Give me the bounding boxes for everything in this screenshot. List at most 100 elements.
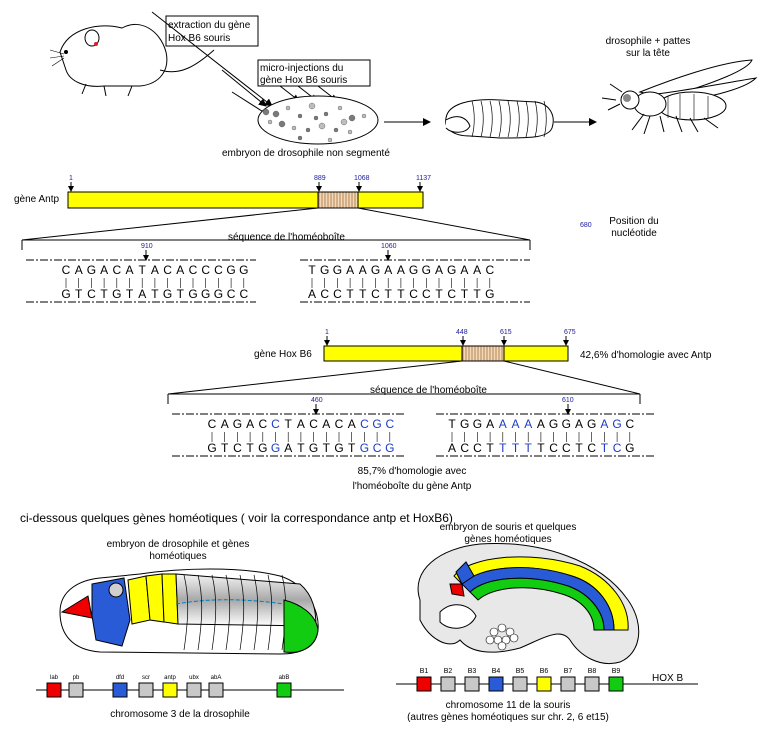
sequence-base: G xyxy=(485,287,494,301)
fly-illustration xyxy=(601,59,758,135)
sequence-base: G xyxy=(372,417,381,431)
sequence-base: G xyxy=(447,263,456,277)
sequence-base: G xyxy=(385,441,394,455)
embryo-nucleus-dot xyxy=(272,110,280,118)
mouse-gene-label-B8: B8 xyxy=(588,668,597,675)
sequence-base: T xyxy=(499,441,507,455)
embryo-nucleus-dot xyxy=(297,135,303,141)
sequence-base: C xyxy=(258,417,267,431)
sequence-base: T xyxy=(151,287,159,301)
sequence-base: T xyxy=(512,441,520,455)
sequence-base: C xyxy=(233,441,242,455)
sequence-base: G xyxy=(409,263,418,277)
sequence-base: A xyxy=(499,417,507,431)
sequence-base: T xyxy=(486,441,494,455)
sequence-base: A xyxy=(346,263,354,277)
antp-homeobox-segment xyxy=(317,191,359,209)
sequence-base: G xyxy=(612,417,621,431)
sequence-base: T xyxy=(246,441,254,455)
sequence-base: T xyxy=(525,441,533,455)
antp-seq1-pos: 910 xyxy=(141,243,153,250)
sequence-base: A xyxy=(600,417,608,431)
drosophila-gene-dfd xyxy=(112,682,128,698)
legend-text-line1: Position du xyxy=(609,216,658,227)
mouse-tissue-blob xyxy=(497,623,507,633)
sequence-base: C xyxy=(460,441,469,455)
sequence-base: G xyxy=(61,287,70,301)
sequence-base: A xyxy=(176,263,184,277)
mouse-gene-label-B7: B7 xyxy=(564,668,573,675)
mouse-gene-B1 xyxy=(416,676,432,692)
mouse-gene-B7 xyxy=(560,676,576,692)
larva-segment-line xyxy=(471,100,475,138)
sequence-base: T xyxy=(473,287,481,301)
sequence-base: A xyxy=(125,263,133,277)
sequence-base: G xyxy=(371,263,380,277)
sequence-base: A xyxy=(473,263,481,277)
sequence-base: G xyxy=(87,263,96,277)
drosophila-gene-label-ubx: ubx xyxy=(189,675,199,681)
embryo-nucleus-dot xyxy=(313,115,319,121)
embryo-segment-line xyxy=(239,574,245,651)
hoxb6-gene-label: gène Hox B6 xyxy=(254,349,312,360)
larva-segment-line xyxy=(498,100,502,138)
mouse-tissue-blob xyxy=(489,627,499,637)
sequence-base: A xyxy=(297,417,305,431)
sequence-base: A xyxy=(537,417,545,431)
embryo-nucleus-dot xyxy=(347,129,353,135)
hoxb6-homeobox-label: séquence de l'homéoboîte xyxy=(370,385,487,396)
sequence-base: G xyxy=(163,287,172,301)
mouse-gene-label-B6: B6 xyxy=(540,668,549,675)
larva-segment-line xyxy=(489,100,493,138)
mouse-gene-label-B5: B5 xyxy=(516,668,525,675)
sequence-base: G xyxy=(549,417,558,431)
sequence-base: C xyxy=(201,263,210,277)
drosophila-embryo-label-line1: embryon de drosophile et gènes xyxy=(107,539,250,550)
antp-pos-1137: 1137 xyxy=(416,175,431,182)
embryo-nucleus-dot xyxy=(318,122,326,130)
hoxb6-pos-448: 448 xyxy=(456,329,468,336)
sequence-base: C xyxy=(562,441,571,455)
embryo-nucleus-dot xyxy=(340,118,348,126)
embryo-nucleus-dot xyxy=(337,105,343,111)
sequence-base: G xyxy=(214,287,223,301)
microinjection-label-line1: micro-injections du xyxy=(260,63,343,74)
sequence-base: C xyxy=(214,263,223,277)
sequence-base: A xyxy=(221,417,229,431)
antp-gene-label: gène Antp xyxy=(14,194,59,205)
mouse-tissue-blob xyxy=(497,641,507,651)
mouse-gene-B6 xyxy=(536,676,552,692)
sequence-base: G xyxy=(562,417,571,431)
sequence-base: T xyxy=(346,287,354,301)
sequence-base: A xyxy=(359,263,367,277)
sequence-base: A xyxy=(397,263,405,277)
drosophila-gene-pb xyxy=(68,682,84,698)
sequence-base: G xyxy=(188,287,197,301)
mouse-tissue-blob xyxy=(509,633,519,643)
sequence-base: C xyxy=(227,287,236,301)
sequence-base: T xyxy=(75,287,83,301)
larva-segment-line xyxy=(543,100,547,138)
embryo-nucleus-dot xyxy=(297,113,303,119)
sequence-base: T xyxy=(461,287,469,301)
mouse-tissue-blob xyxy=(485,635,495,645)
sequence-base: G xyxy=(320,263,329,277)
sequence-base: G xyxy=(422,263,431,277)
embryo-nucleus-dot xyxy=(262,108,270,116)
mouse-embryo-label-line2: gènes homéotiques xyxy=(464,534,551,545)
antp-gene-bar xyxy=(67,191,424,209)
legend-number: 680 xyxy=(580,222,592,229)
mouse-gene-label-B3: B3 xyxy=(468,668,477,675)
sequence-base: G xyxy=(226,263,235,277)
antp-pos-889: 889 xyxy=(314,175,326,182)
drosophila-gene-lab xyxy=(46,682,62,698)
drosophila-gene-abA xyxy=(208,682,224,698)
drosophila-gene-antp xyxy=(162,682,178,698)
sequence-base: A xyxy=(435,263,443,277)
mouse-gene-B4 xyxy=(488,676,504,692)
sequence-base: G xyxy=(207,441,216,455)
sequence-base: T xyxy=(348,441,356,455)
embryo-nucleus-dot xyxy=(327,137,333,143)
mouse-gene-B5 xyxy=(512,676,528,692)
sequence-base: T xyxy=(308,263,316,277)
